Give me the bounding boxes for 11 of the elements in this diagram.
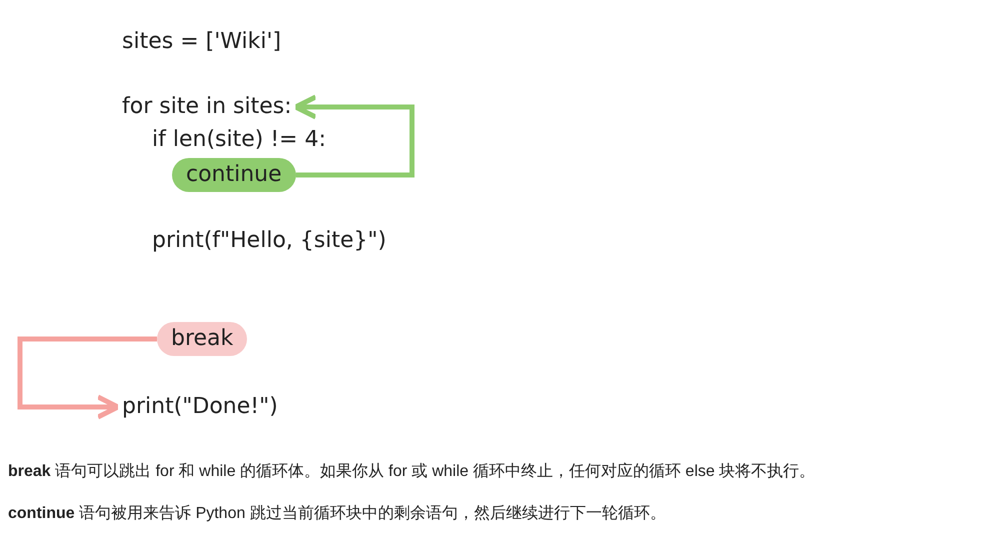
code-line: sites = ['Wiki'] (122, 28, 282, 56)
arrow (293, 94, 414, 178)
code-line: print("Done!") (122, 392, 278, 422)
code-line: if len(site) != 4: (152, 126, 326, 154)
keyword-pill: continue (172, 158, 296, 192)
code-line: print(f"Hello, {site}") (152, 227, 386, 255)
arrow (18, 336, 157, 420)
paragraph: continue 语句被用来告诉 Python 跳过当前循环块中的剩余语句，然后继续进行下一轮循环。 (8, 504, 666, 524)
code-line: for site in sites: (122, 92, 292, 122)
paragraph: break 语句可以跳出 for 和 while 的循环体。如果你从 for 或 while 循环中终止，任何对应的循环 else 块将不执行。 (8, 462, 816, 482)
keyword-pill: break (157, 322, 248, 356)
